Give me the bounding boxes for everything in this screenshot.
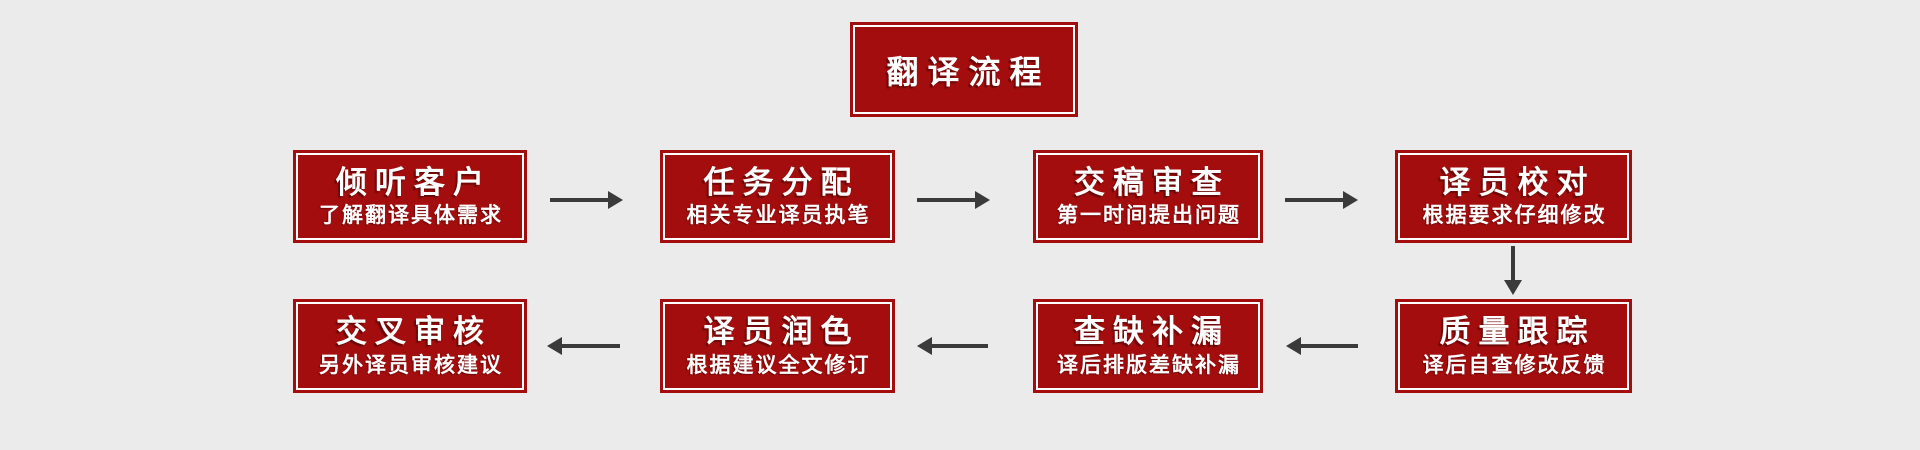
arrow-shaft: [1301, 344, 1358, 348]
step-subheading: 另外译员审核建议: [319, 353, 503, 377]
arrow-head: [917, 337, 932, 355]
arrow-head: [1286, 337, 1301, 355]
step-box-task-assignment: 任务分配 相关专业译员执笔: [663, 153, 892, 240]
step-box-gap-filling: 查缺补漏 译后排版差缺补漏: [1036, 302, 1260, 390]
arrow-head: [1504, 280, 1522, 295]
step-heading: 译员润色: [703, 314, 860, 350]
arrow-left-icon: [547, 337, 620, 355]
step-heading: 质量跟踪: [1439, 314, 1596, 350]
flow-title: 翻译流程: [886, 53, 1051, 90]
arrow-shaft: [1511, 246, 1515, 280]
step-heading: 交叉审核: [336, 314, 492, 350]
step-subheading: 相关专业译员执笔: [686, 204, 871, 228]
step-heading: 查缺补漏: [1074, 314, 1230, 350]
flow-title-box: 翻译流程: [853, 25, 1075, 114]
arrow-left-icon: [1286, 337, 1358, 355]
step-subheading: 了解翻译具体需求: [319, 204, 503, 228]
step-heading: 译员校对: [1439, 164, 1596, 200]
step-box-draft-review: 交稿审查 第一时间提出问题: [1036, 153, 1260, 240]
step-heading: 倾听客户: [336, 164, 492, 200]
arrow-shaft: [550, 198, 608, 202]
step-subheading: 根据建议全文修订: [686, 353, 871, 377]
arrow-right-icon: [1285, 191, 1358, 209]
step-box-translator-proofreading: 译员校对 根据要求仔细修改: [1398, 153, 1629, 240]
arrow-head: [1343, 191, 1358, 209]
arrow-head: [608, 191, 623, 209]
step-box-cross-review: 交叉审核 另外译员审核建议: [296, 302, 524, 390]
arrow-right-icon: [550, 191, 623, 209]
step-box-listen-client: 倾听客户 了解翻译具体需求: [296, 153, 524, 240]
step-subheading: 根据要求仔细修改: [1422, 204, 1607, 228]
arrow-shaft: [917, 198, 975, 202]
step-subheading: 译后自查修改反馈: [1422, 353, 1607, 377]
arrow-head: [547, 337, 562, 355]
step-box-quality-tracking: 质量跟踪 译后自查修改反馈: [1398, 302, 1629, 390]
arrow-left-icon: [917, 337, 988, 355]
step-box-translator-polishing: 译员润色 根据建议全文修订: [663, 302, 892, 390]
arrow-shaft: [932, 344, 988, 348]
step-heading: 任务分配: [703, 164, 860, 200]
step-heading: 交稿审查: [1074, 164, 1230, 200]
arrow-shaft: [562, 344, 620, 348]
arrow-down-icon: [1504, 246, 1522, 295]
arrow-shaft: [1285, 198, 1343, 202]
step-subheading: 译后排版差缺补漏: [1057, 353, 1241, 377]
step-subheading: 第一时间提出问题: [1057, 204, 1241, 228]
arrow-head: [975, 191, 990, 209]
arrow-right-icon: [917, 191, 990, 209]
